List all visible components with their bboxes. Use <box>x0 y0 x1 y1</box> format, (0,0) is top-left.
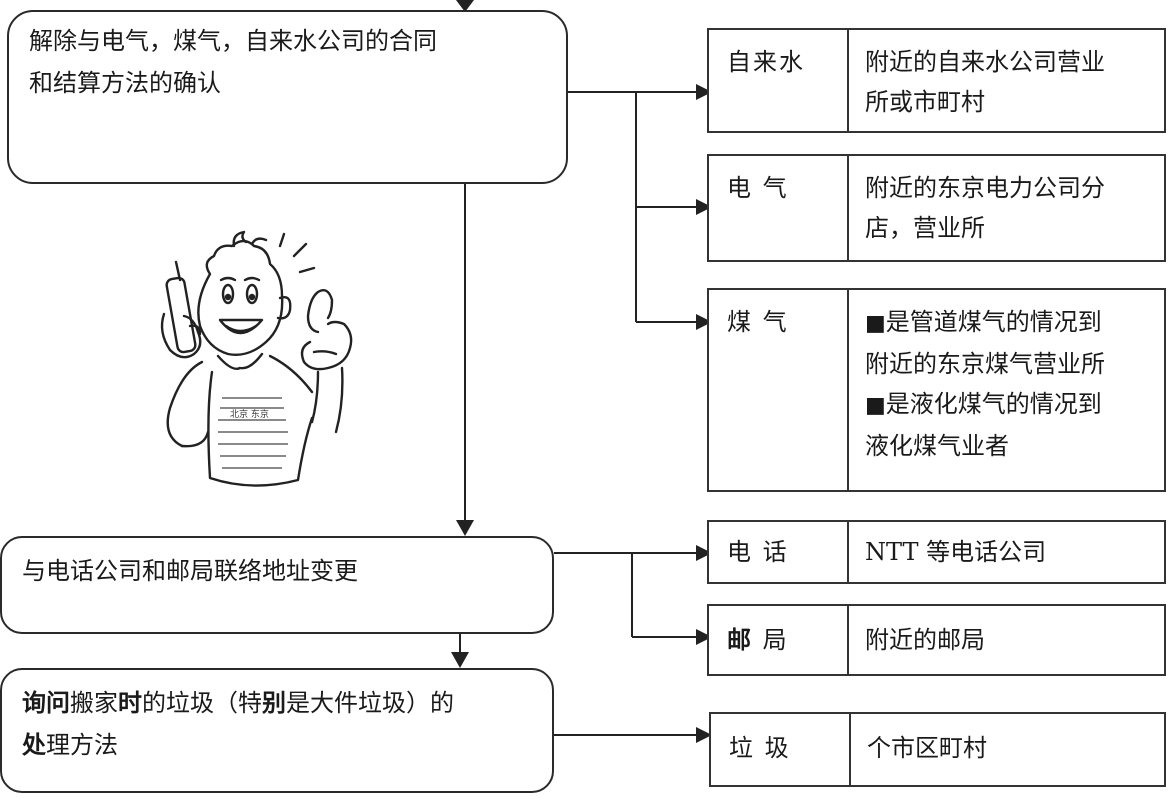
step-garbage-box: 询问搬家时的垃圾（特别是大件垃圾）的 处理方法 <box>0 668 554 793</box>
table-water: 自来水 附近的自来水公司营业 所或市町村 <box>707 28 1166 133</box>
table-post-value-line1: 附近的邮局 <box>865 626 985 654</box>
table-gas-value-line1: ■是管道煤气的情况到 <box>865 302 1164 344</box>
arrowhead-right-gas <box>696 314 712 330</box>
table-gas-key: 煤 气 <box>709 290 849 490</box>
table-electric: 电 气 附近的东京电力公司分 店，营业所 <box>707 154 1166 262</box>
table-phone-value-line1: NTT 等电话公司 <box>865 538 1047 566</box>
table-electric-key: 电 气 <box>709 156 849 260</box>
step-phone-post-line1: 与电话公司和邮局联络地址变更 <box>22 557 358 585</box>
arrowhead-right-water <box>696 84 712 100</box>
square-bullet-icon: ■ <box>865 311 886 336</box>
arrowhead-right-electric <box>696 199 712 215</box>
table-garbage-value-line1: 个市区町村 <box>867 734 987 762</box>
shirt-print-text: 北京 东京 <box>230 408 269 420</box>
arrowhead-right-garbage <box>696 727 712 743</box>
step-phone-post-box: 与电话公司和邮局联络地址变更 <box>0 536 554 634</box>
garbage-text-a: 搬家 <box>70 689 118 717</box>
table-phone: 电 话 NTT 等电话公司 <box>707 520 1166 584</box>
garbage-text-d: 理方法 <box>46 731 118 759</box>
table-garbage: 垃 圾 个市区町村 <box>709 712 1166 787</box>
arrowhead-down-top <box>456 0 474 12</box>
garbage-bold-c: 别 <box>262 689 286 717</box>
step-utilities-line1: 解除与电气，煤气，自来水公司的合同 <box>29 27 437 55</box>
table-garbage-key: 垃 圾 <box>711 714 851 785</box>
garbage-text-b: 的垃圾（特 <box>142 689 262 717</box>
arrowhead-right-phone <box>696 545 712 561</box>
table-gas-value: ■是管道煤气的情况到 附近的东京煤气营业所 ■是液化煤气的情况到 液化煤气业者 <box>849 290 1164 490</box>
table-gas-value-line2: 附近的东京煤气营业所 <box>865 350 1105 378</box>
table-gas-text1: 是管道煤气的情况到 <box>885 308 1102 336</box>
table-post: 邮 局 附近的邮局 <box>707 604 1166 676</box>
arrowhead-right-post <box>696 629 712 645</box>
table-gas-value-line3: ■是液化煤气的情况到 <box>865 384 1164 426</box>
table-water-value-line1: 附近的自来水公司营业 <box>865 48 1105 76</box>
step-garbage-line1: 询问搬家时的垃圾（特别是大件垃圾）的 <box>22 682 552 724</box>
table-post-key: 邮 局 <box>709 606 849 674</box>
table-electric-value: 附近的东京电力公司分 店，营业所 <box>849 156 1164 260</box>
garbage-bold-d: 处 <box>22 731 46 759</box>
table-water-value-line2: 所或市町村 <box>865 88 985 116</box>
table-phone-key: 电 话 <box>709 522 849 582</box>
arrowhead-down-box3 <box>451 652 469 668</box>
table-gas: 煤 气 ■是管道煤气的情况到 附近的东京煤气营业所 ■是液化煤气的情况到 液化煤… <box>707 288 1166 492</box>
table-post-key-bold: 邮 <box>727 626 753 654</box>
table-gas-text3: 是液化煤气的情况到 <box>885 390 1102 418</box>
table-electric-value-line2: 店，营业所 <box>865 214 985 242</box>
table-water-key: 自来水 <box>709 30 849 131</box>
table-water-value: 附近的自来水公司营业 所或市町村 <box>849 30 1164 131</box>
garbage-text-c: 是大件垃圾）的 <box>286 689 454 717</box>
step-utilities-line2: 和结算方法的确认 <box>29 69 221 97</box>
arrowhead-down-box2 <box>456 520 474 536</box>
step-utilities-box: 解除与电气，煤气，自来水公司的合同 和结算方法的确认 <box>7 10 568 184</box>
table-post-value: 附近的邮局 <box>849 606 1164 674</box>
step-garbage-line2: 处理方法 <box>22 724 552 766</box>
table-electric-value-line1: 附近的东京电力公司分 <box>865 174 1105 202</box>
table-gas-value-line4: 液化煤气业者 <box>865 432 1009 460</box>
man-on-phone-illustration: 北京 东京 <box>160 230 353 487</box>
table-post-key-rest: 局 <box>753 626 789 654</box>
square-bullet-icon: ■ <box>865 393 886 418</box>
table-garbage-value: 个市区町村 <box>851 714 1164 785</box>
table-phone-value: NTT 等电话公司 <box>849 522 1164 582</box>
garbage-bold-b: 时 <box>118 689 142 717</box>
garbage-bold-a: 询问 <box>22 689 70 717</box>
